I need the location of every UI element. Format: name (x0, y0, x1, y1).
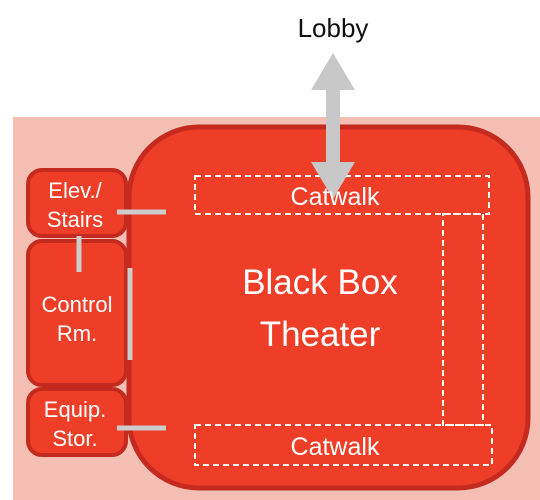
catwalk-right-outline (442, 213, 484, 426)
equipment-label-line2: Stor. (52, 426, 97, 451)
control-label-line2: Rm. (57, 321, 97, 346)
theater-label-line1: Black Box (242, 263, 398, 302)
lobby-double-arrow (311, 53, 355, 199)
control-label-line1: Control (42, 292, 113, 317)
elevator-label-line1: Elev./ (48, 178, 102, 203)
theater-label-line2: Theater (260, 315, 381, 354)
equipment-storage-room (26, 387, 128, 457)
elevator-label-line2: Stairs (47, 207, 103, 232)
catwalk-top-outline (194, 175, 490, 215)
catwalk-bottom-label: Catwalk (291, 433, 380, 461)
catwalk-top-label: Catwalk (291, 183, 380, 211)
lobby-label: Lobby (298, 13, 369, 43)
catwalk-bottom-outline (194, 424, 493, 466)
equipment-label-line1: Equip. (44, 397, 106, 422)
